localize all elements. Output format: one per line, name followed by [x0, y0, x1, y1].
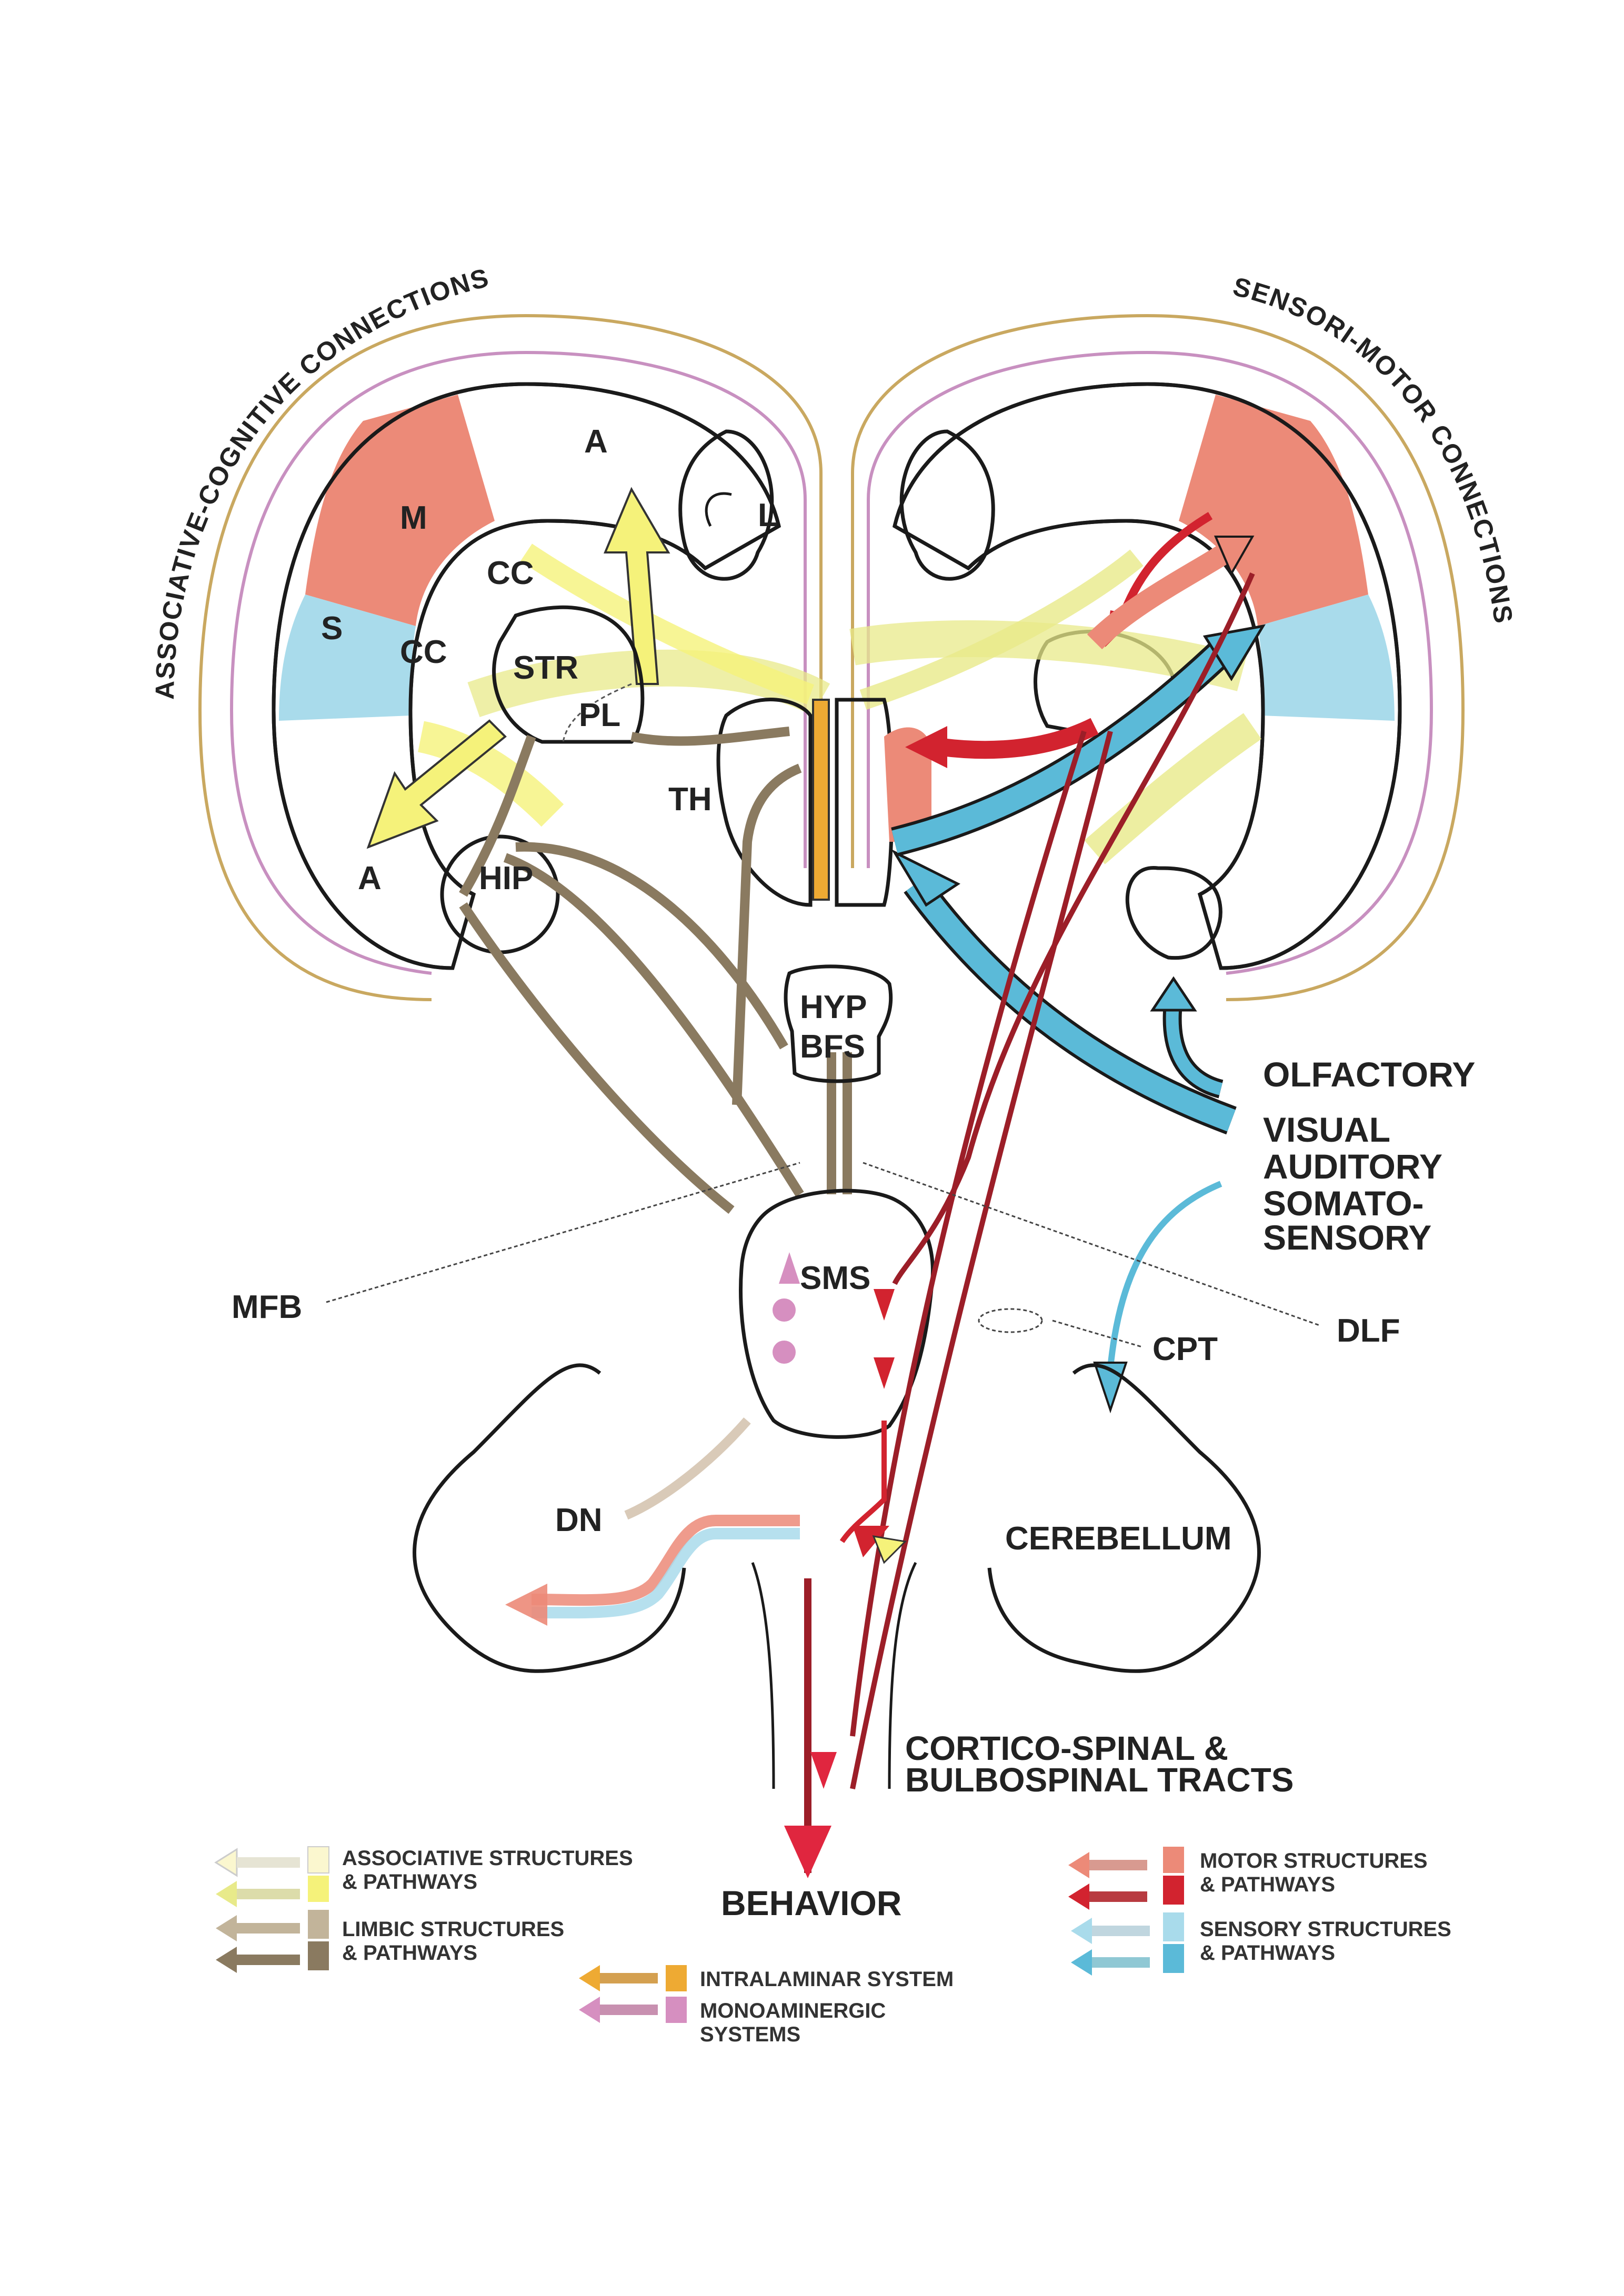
- sensory-pathways: [891, 624, 1266, 1414]
- right-cortex-motor: [1179, 395, 1368, 626]
- legend-motor-line1: MOTOR STRUCTURES: [1200, 1849, 1428, 1872]
- legend-associative-line1: ASSOCIATIVE STRUCTURES: [342, 1847, 633, 1870]
- region-label-associative-lower: A: [358, 860, 382, 897]
- region-label-hippocampus: HIP: [479, 860, 533, 897]
- dentate-output-band: [531, 1515, 800, 1606]
- legend-intralaminar: INTRALAMINAR SYSTEM: [579, 1965, 954, 1991]
- region-label-sensory: S: [321, 610, 343, 647]
- sms-motor-arrow-1: [874, 1289, 895, 1321]
- region-label-associative-top: A: [584, 424, 608, 460]
- right-connection-loops: [851, 314, 1465, 1001]
- left-cortex-sensory: [279, 595, 416, 721]
- monoaminergic-up-arrow: [779, 1252, 800, 1284]
- legend-monoaminergic-line2: SYSTEMS: [700, 2023, 800, 2046]
- legend-associative: ASSOCIATIVE STRUCTURES & PATHWAYS: [214, 1846, 633, 1907]
- right-hemisphere: [892, 382, 1402, 970]
- associative-up-arrow: [604, 487, 670, 685]
- leader-lines: [326, 1162, 1321, 1348]
- legend-monoaminergic-line1: MONOAMINERGIC: [700, 1999, 886, 2022]
- associative-down-arrow: [366, 719, 507, 849]
- hypothalamus-bfs: [784, 964, 893, 1083]
- legend-limbic-line2: & PATHWAYS: [342, 1941, 477, 1965]
- sms-motor-arrow-2: [874, 1357, 895, 1389]
- associative-fiber-bundles: [366, 487, 1262, 864]
- region-label-thalamus: TH: [668, 781, 712, 818]
- input-label-olfactory: OLFACTORY: [1263, 1055, 1475, 1094]
- legend-limbic-line1: LIMBIC STRUCTURES: [342, 1918, 564, 1941]
- legend-sensory: SENSORY STRUCTURES & PATHWAYS: [1071, 1912, 1451, 1976]
- legend-motor: MOTOR STRUCTURES & PATHWAYS: [1068, 1847, 1428, 1910]
- region-label-cerebellum: CEREBELLUM: [1005, 1520, 1232, 1557]
- limbic-pathways: [459, 727, 852, 1214]
- right-cortex-sensory: [1258, 595, 1395, 721]
- motor-red-arrow: [905, 726, 947, 768]
- tracts-label-line1: CORTICO-SPINAL &: [905, 1729, 1228, 1767]
- intralaminar-band: [812, 699, 830, 901]
- legend-limbic: LIMBIC STRUCTURES & PATHWAYS: [216, 1910, 564, 1973]
- striatum: [492, 605, 645, 744]
- input-label-somato: SOMATO-: [1263, 1184, 1424, 1223]
- left-hemisphere: [272, 382, 781, 970]
- behavior-label: BEHAVIOR: [721, 1884, 901, 1922]
- region-label-limbic: L: [758, 497, 778, 533]
- region-label-bfs: BFS: [800, 1029, 865, 1065]
- label-dlf: DLF: [1337, 1313, 1400, 1349]
- basal-ganglia: [492, 605, 931, 907]
- monoaminergic-dot-2: [773, 1341, 796, 1364]
- legend-sensory-line2: & PATHWAYS: [1200, 1941, 1335, 1965]
- behavior-arrow: [784, 1826, 831, 1878]
- cerebellum: [413, 1363, 1261, 1789]
- region-label-cc-upper: CC: [487, 555, 534, 591]
- region-label-cc-lower: CC: [400, 634, 447, 670]
- input-label-visual: VISUAL: [1263, 1110, 1390, 1149]
- monoaminergic-dot-1: [773, 1298, 796, 1322]
- motor-pathways: [784, 512, 1255, 1878]
- left-limbic-L: [678, 429, 774, 581]
- yellow-junction-arrow: [872, 1535, 907, 1564]
- brainstem-nuclei: [739, 964, 935, 1439]
- input-label-auditory: AUDITORY: [1263, 1147, 1442, 1186]
- motor-thalamus: [884, 727, 931, 842]
- sms-nucleus: [739, 1189, 935, 1439]
- legend-monoaminergic: MONOAMINERGIC SYSTEMS: [579, 1997, 886, 2046]
- region-label-striatum: STR: [513, 650, 578, 686]
- legend-motor-line2: & PATHWAYS: [1200, 1873, 1335, 1896]
- input-label-sensory: SENSORY: [1263, 1218, 1431, 1257]
- thalamus: [716, 698, 813, 907]
- right-limbic: [899, 429, 995, 581]
- legend: ASSOCIATIVE STRUCTURES & PATHWAYS LIMBIC…: [214, 1846, 1451, 2046]
- legend-intralaminar-line1: INTRALAMINAR SYSTEM: [700, 1968, 954, 1991]
- region-label-hyp: HYP: [800, 989, 867, 1025]
- region-label-pallidum: PL: [579, 697, 620, 733]
- legend-associative-line2: & PATHWAYS: [342, 1870, 477, 1894]
- region-label-dentate: DN: [555, 1502, 603, 1538]
- label-cpt: CPT: [1152, 1331, 1218, 1367]
- tracts-label-line2: BULBOSPINAL TRACTS: [905, 1761, 1294, 1799]
- midline-nucleus: [835, 698, 894, 907]
- region-label-sms: SMS: [800, 1260, 870, 1296]
- label-mfb: MFB: [232, 1289, 302, 1325]
- legend-sensory-line1: SENSORY STRUCTURES: [1200, 1918, 1451, 1941]
- left-connection-loops: [198, 314, 823, 1001]
- right-limbic-lower: [1125, 866, 1222, 960]
- region-label-motor: M: [400, 500, 427, 536]
